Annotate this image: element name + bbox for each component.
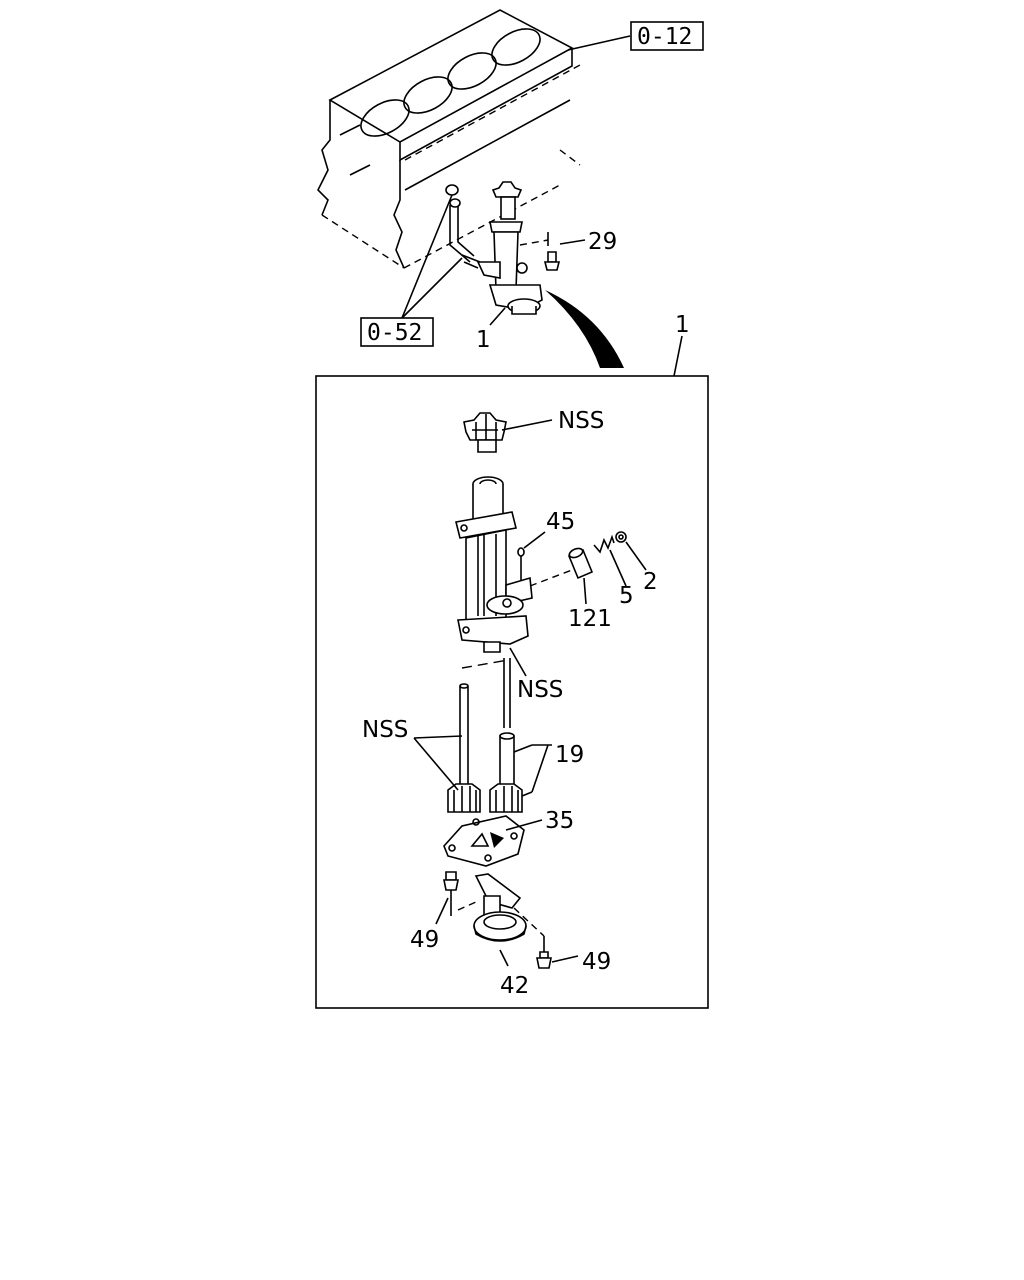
reference-pipe-box: 0-52	[360, 194, 463, 347]
callout-bolt-left: 49	[410, 927, 439, 953]
drive-gear	[463, 412, 507, 453]
pump-cover	[443, 815, 543, 867]
leader-1-inset	[673, 335, 683, 377]
bolt-right	[536, 936, 579, 969]
alignment-right	[513, 907, 545, 937]
engine-block	[317, 9, 581, 269]
shaft-alignment	[461, 659, 509, 669]
callout-relief-valve: 121	[568, 606, 612, 632]
callout-drive-gear-nss: NSS	[558, 408, 604, 434]
callout-pump-assembly-top: 1	[476, 327, 491, 353]
leader-drive-gear	[501, 419, 553, 431]
callout-body-nss: NSS	[517, 677, 563, 703]
callout-shaft-nss: NSS	[362, 717, 408, 743]
leader-1-top	[489, 307, 506, 326]
alignment-left	[457, 901, 477, 911]
callout-bolt-right: 49	[582, 949, 611, 975]
leader-shaft-nss-b	[413, 735, 463, 739]
reference-block-box: 0-12	[567, 21, 704, 51]
leader-body-nss	[509, 647, 527, 677]
pump-assembly-small	[476, 181, 561, 315]
bolt-left	[435, 871, 459, 925]
driven-gear-lower	[489, 783, 523, 813]
zoom-arrow	[545, 290, 624, 368]
callout-strainer: 42	[500, 973, 529, 999]
drive-shaft	[459, 683, 469, 788]
relief-plug	[615, 531, 647, 571]
pin	[517, 531, 546, 580]
driven-shaft	[499, 658, 515, 793]
callout-bolt-mount: 29	[588, 229, 617, 255]
callout-cover: 35	[545, 808, 574, 834]
reference-pipe-label: 0-52	[367, 320, 422, 346]
reference-block-label: 0-12	[637, 24, 692, 50]
leader-relief-valve	[583, 577, 587, 605]
relief-valve	[567, 547, 594, 580]
drive-gear-lower	[447, 783, 481, 813]
callout-gear-set: 19	[555, 742, 584, 768]
relief-spring	[593, 534, 627, 587]
leader-shaft-nss-a	[413, 737, 459, 791]
oil-strainer	[473, 873, 527, 967]
oil-pipe	[445, 184, 481, 269]
inset-frame	[315, 375, 709, 1009]
relief-axis	[529, 569, 573, 587]
leader-29	[559, 239, 586, 245]
pump-body	[455, 476, 533, 653]
callout-relief-plug: 2	[643, 569, 658, 595]
bracket-19	[513, 744, 552, 797]
callout-pump-assembly-inset: 1	[675, 312, 690, 338]
callout-pin: 45	[546, 509, 575, 535]
callout-relief-spring: 5	[619, 583, 634, 609]
